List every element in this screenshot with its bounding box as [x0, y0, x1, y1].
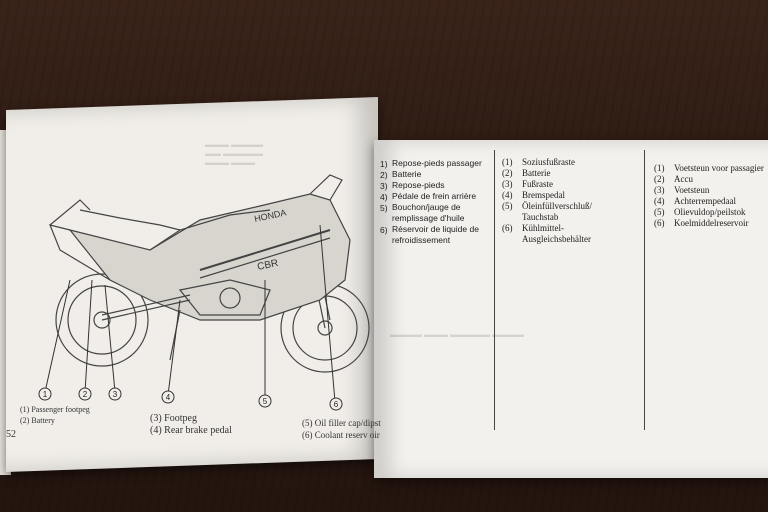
- side-brand-label: CBR: [256, 258, 279, 273]
- dutch-item: Achterrempedaal: [674, 196, 736, 206]
- french-item: Réservoir de liquide de: [392, 224, 479, 234]
- french-num: 3): [380, 181, 388, 191]
- german-num: (6): [502, 223, 513, 233]
- page-number: 52: [6, 429, 16, 440]
- callout-2: 2: [83, 390, 88, 399]
- column-divider: [644, 150, 645, 430]
- french-item: Batterie: [392, 169, 422, 179]
- right-page: [374, 140, 768, 478]
- showthrough-text: ▬▬▬▬ ▬▬▬ ▬▬▬▬▬ ▬▬▬▬: [390, 330, 524, 339]
- german-item: Tauchstab: [522, 212, 559, 222]
- dutch-num: (6): [654, 218, 665, 228]
- legend-battery: (2) Battery: [20, 416, 55, 425]
- german-item: Öleinfüllverschluß/: [522, 201, 592, 211]
- french-item: Bouchon/jauge de: [392, 202, 461, 212]
- dutch-item: Voetsteun voor passagier: [674, 163, 764, 173]
- french-num: 5): [380, 203, 388, 213]
- dutch-num: (1): [654, 163, 665, 173]
- french-num: 2): [380, 170, 388, 180]
- german-num: (4): [502, 190, 513, 200]
- german-num: (5): [502, 201, 513, 211]
- french-num: 1): [380, 159, 388, 169]
- german-num: (2): [502, 168, 513, 178]
- legend-passenger-footpeg: (1) Passenger footpeg: [20, 405, 90, 414]
- dutch-num: (5): [654, 207, 665, 217]
- legend-footpeg: (3) Footpeg: [150, 413, 197, 424]
- german-item: Kühlmittel-: [522, 223, 564, 233]
- german-item: Bremspedal: [522, 190, 565, 200]
- german-item: Batterie: [522, 168, 551, 178]
- dutch-item: Accu: [674, 174, 693, 184]
- callout-5: 5: [263, 397, 268, 406]
- french-item: Repose-pieds: [392, 180, 445, 190]
- french-item: refroidissement: [392, 235, 451, 245]
- dutch-num: (2): [654, 174, 665, 184]
- legend-rear-brake-pedal: (4) Rear brake pedal: [150, 425, 232, 436]
- french-item: remplissage d'huile: [392, 213, 465, 223]
- german-item: Fußraste: [522, 179, 553, 189]
- french-item: Repose-pieds passager: [392, 158, 482, 168]
- german-num: (1): [502, 157, 513, 167]
- callout-3: 3: [113, 390, 118, 399]
- german-item: Ausgleichsbehälter: [522, 234, 591, 244]
- column-divider: [494, 150, 495, 430]
- french-item: Pédale de frein arrière: [392, 191, 477, 201]
- french-num: 4): [380, 192, 388, 202]
- dutch-num: (4): [654, 196, 665, 206]
- dutch-num: (3): [654, 185, 665, 195]
- legend-coolant: (6) Coolant reserv oir: [302, 430, 380, 440]
- callout-4: 4: [166, 393, 171, 402]
- dutch-item: Olievuldop/peilstok: [674, 207, 746, 217]
- dutch-item: Koelmiddelreservoir: [674, 218, 749, 228]
- legend-oil-filler: (5) Oil filler cap/dipst: [302, 418, 381, 428]
- callout-1: 1: [43, 390, 48, 399]
- french-num: 6): [380, 225, 388, 235]
- dutch-item: Voetsteun: [674, 185, 710, 195]
- callout-6: 6: [334, 400, 339, 409]
- showthrough-text: ▬▬▬ ▬▬▬▬▬▬ ▬▬▬▬▬▬▬▬ ▬▬▬: [205, 140, 263, 167]
- german-num: (3): [502, 179, 513, 189]
- german-item: Soziusfußraste: [522, 157, 575, 167]
- motorcycle-diagram: HONDA CBR 1 2 3 4 5 6: [38, 174, 370, 411]
